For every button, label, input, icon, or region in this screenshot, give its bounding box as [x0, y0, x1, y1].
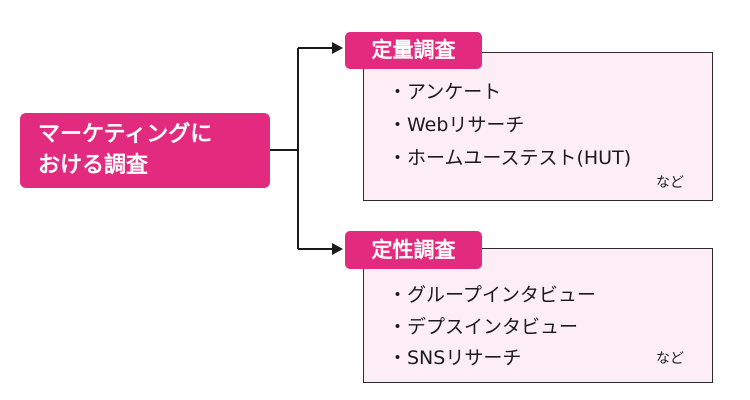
arrow-right-icon — [332, 243, 343, 255]
qualitative-item: ・SNSリサーチ — [388, 347, 522, 369]
qualitative-panel — [363, 248, 713, 383]
qualitative-item: ・デプスインタビュー — [388, 316, 579, 338]
quantitative-item: ・Webリサーチ — [388, 114, 525, 136]
qualitative-item: ・グループインタビュー — [388, 284, 596, 306]
quantitative-panel — [363, 52, 713, 201]
quantitative-title: 定量調査 — [345, 32, 482, 69]
root-label-line1: マーケティングに — [38, 122, 213, 147]
root-node: マーケティングに おける調査 — [20, 113, 270, 188]
quantitative-etc: など — [656, 175, 684, 191]
qualitative-etc: など — [656, 351, 684, 367]
quantitative-item: ・ホームユーステスト(HUT) — [388, 147, 632, 169]
root-label-line2: おける調査 — [38, 153, 149, 178]
qualitative-title: 定性調査 — [345, 231, 482, 269]
quantitative-item: ・アンケート — [388, 81, 502, 103]
arrow-right-icon — [332, 42, 343, 54]
